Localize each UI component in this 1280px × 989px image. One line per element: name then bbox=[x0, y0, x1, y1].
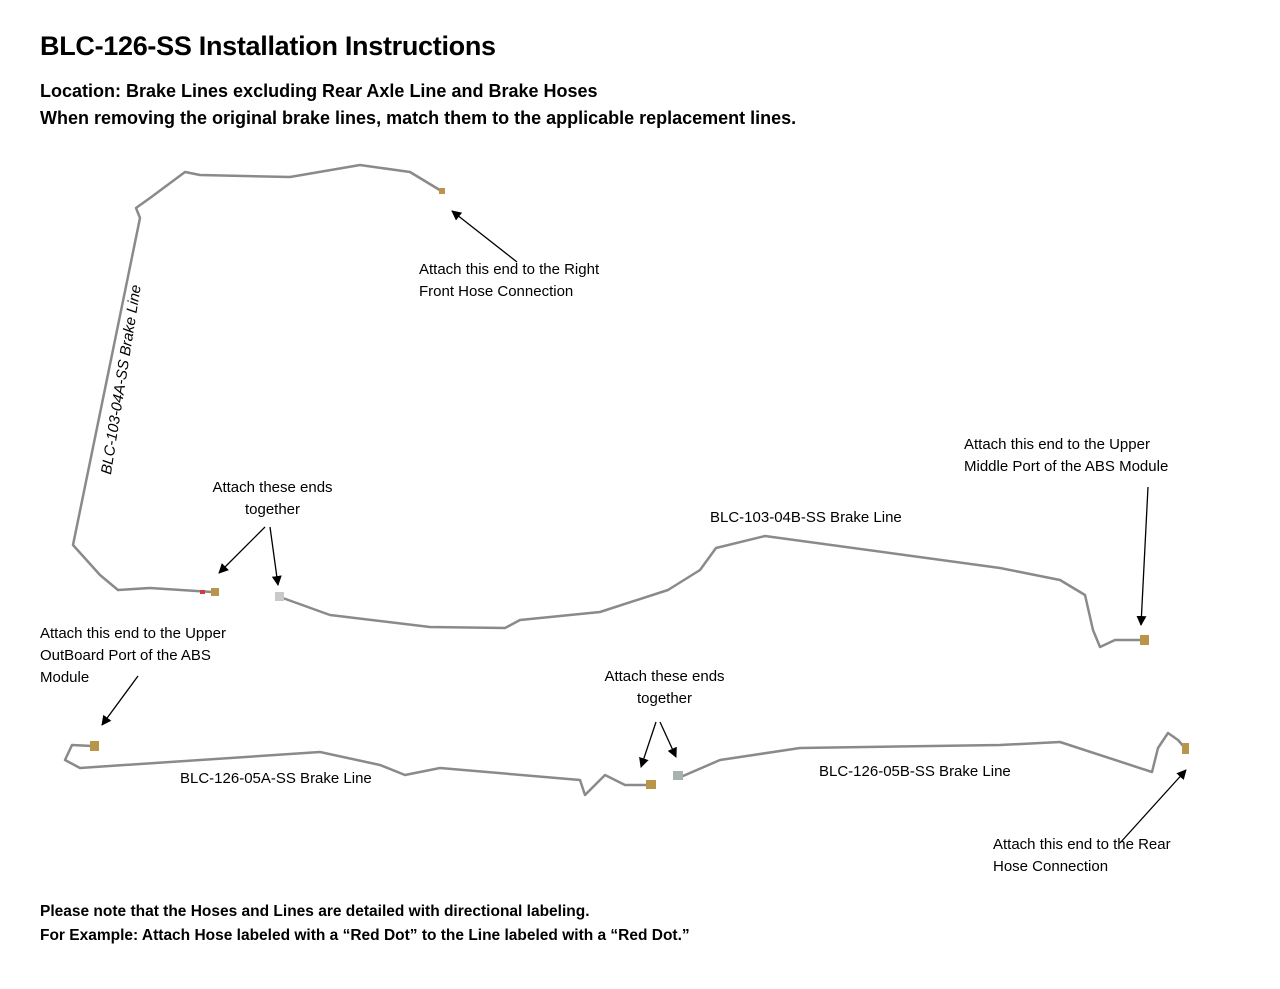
brake-line-05a bbox=[63, 743, 652, 797]
fitting-icon bbox=[1182, 743, 1189, 754]
callout-line: Attach this end to the Rear bbox=[993, 836, 1171, 853]
callout-line: together bbox=[636, 690, 693, 707]
note-line-2: For Example: Attach Hose labeled with a … bbox=[40, 927, 690, 944]
callout-right-front: Attach this end to the Right Front Hose … bbox=[419, 259, 599, 303]
fitting-icon bbox=[673, 771, 683, 780]
callout-line: Attach this end to the Upper bbox=[40, 625, 226, 642]
arrow-rear-hose bbox=[1119, 769, 1187, 844]
arrow-abs-outboard bbox=[101, 675, 139, 726]
callout-line: Hose Connection bbox=[993, 858, 1109, 875]
fitting-icon bbox=[211, 588, 219, 596]
callout-together-2: Attach these ends together bbox=[592, 666, 737, 710]
red-dot-icon bbox=[200, 590, 205, 594]
callout-line: Attach these ends bbox=[604, 668, 725, 685]
brake-line-04a bbox=[71, 163, 445, 594]
fitting-icon bbox=[275, 592, 284, 601]
fitting-icon bbox=[439, 188, 445, 194]
note-line-1: Please note that the Hoses and Lines are… bbox=[40, 903, 590, 920]
arrow-together1-right bbox=[269, 526, 282, 586]
callout-line: Middle Port of the ABS Module bbox=[964, 458, 1169, 475]
brake-line-04b bbox=[278, 534, 1142, 649]
brake-line-05b bbox=[681, 731, 1187, 778]
callout-rear-hose: Attach this end to the Rear Hose Connect… bbox=[993, 834, 1171, 878]
line-label-05a: BLC-126-05A-SS Brake Line bbox=[180, 770, 372, 787]
callout-line: Attach this end to the Upper bbox=[964, 436, 1150, 453]
callout-line: together bbox=[244, 501, 301, 518]
arrow-abs-middle bbox=[1136, 486, 1149, 626]
arrow-together2-left bbox=[639, 721, 657, 768]
page-title: BLC-126-SS Installation Instructions bbox=[40, 31, 496, 61]
fitting-icon bbox=[646, 780, 656, 789]
callout-line: Attach these ends bbox=[212, 479, 333, 496]
fitting-icon bbox=[1140, 635, 1149, 645]
callout-abs-outboard: Attach this end to the Upper OutBoard Po… bbox=[40, 623, 226, 689]
arrow-right-front bbox=[451, 210, 518, 263]
arrow-together1-left bbox=[218, 526, 266, 574]
callout-line: Front Hose Connection bbox=[419, 283, 574, 300]
arrow-together2-right bbox=[659, 721, 677, 758]
callout-together-1: Attach these ends together bbox=[200, 477, 345, 521]
line-label-04b: BLC-103-04B-SS Brake Line bbox=[710, 509, 902, 526]
callout-line: OutBoard Port of the ABS bbox=[40, 647, 211, 664]
callout-line: Attach this end to the Right bbox=[419, 261, 600, 278]
callout-line: Module bbox=[40, 669, 90, 686]
fitting-icon bbox=[90, 741, 99, 751]
callout-abs-middle: Attach this end to the Upper Middle Port… bbox=[964, 434, 1168, 478]
instruction-text: When removing the original brake lines, … bbox=[40, 108, 797, 128]
line-label-05b: BLC-126-05B-SS Brake Line bbox=[819, 763, 1011, 780]
location-text: Location: Brake Lines excluding Rear Axl… bbox=[40, 81, 598, 101]
